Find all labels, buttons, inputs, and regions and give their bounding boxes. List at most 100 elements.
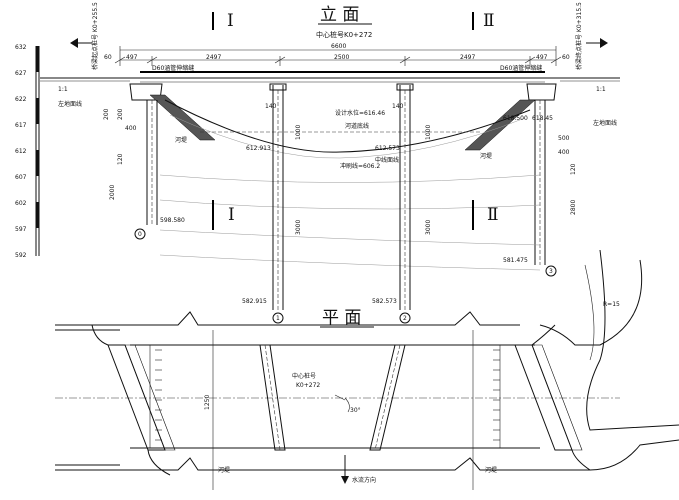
plan-title: 平 面 — [322, 308, 361, 328]
scale-592: 592 — [15, 252, 27, 259]
river-bed-line: 河道底线 — [345, 122, 369, 130]
slope-ratio-left: 1:1 — [58, 86, 68, 93]
right-land-line: 左地面线 — [593, 119, 617, 127]
river-bank-right: 河堤 — [480, 152, 492, 160]
pile-length-2: 3000 — [295, 220, 302, 235]
svg-text:1: 1 — [276, 315, 280, 322]
center-station: 中心桩号K0+272 — [316, 30, 372, 39]
center-leader — [334, 394, 346, 401]
left-land-line: 左地面线 — [58, 100, 82, 108]
left-dim-200: 200 — [103, 108, 110, 120]
dim-span-1: 497 — [126, 54, 138, 61]
right-pile-bottom: 581.475 — [503, 257, 528, 264]
svg-text:2: 2 — [403, 315, 407, 322]
elevation-view: 立 面 Ⅰ Ⅱ 中心桩号K0+272 桥梁起点桩号 K0+255.5 桥梁终点桩… — [15, 2, 620, 324]
section-mark-right-bottom: Ⅱ — [487, 205, 499, 225]
flow-direction-label: 水流方向 — [352, 476, 376, 484]
left-abutment-station: 桥梁起点桩号 K0+255.5 — [91, 2, 99, 70]
pile-length-4: 1000 — [425, 125, 432, 140]
dimension-chain — [114, 46, 562, 66]
scale-602: 602 — [15, 200, 27, 207]
dim-span-4: 2497 — [460, 54, 475, 61]
right-abutment — [464, 83, 557, 265]
pier-top-label-2: 140 — [392, 103, 404, 110]
left-dim-200b: 200 — [117, 108, 124, 120]
dim-span-3: 2500 — [334, 54, 349, 61]
left-dim-400: 400 — [125, 125, 137, 132]
plan-center-station-value: K0+272 — [296, 382, 320, 389]
pile-length-3: 3000 — [425, 220, 432, 235]
elev-618-500: 618.500 — [503, 115, 528, 122]
scale-622: 622 — [15, 96, 27, 103]
river-outline — [55, 249, 679, 471]
design-water-level: 设计水位=616.46 — [335, 109, 385, 117]
scale-627: 627 — [15, 70, 27, 77]
plan-right-abutment — [514, 324, 591, 471]
svg-text:3: 3 — [549, 268, 553, 275]
bank-label-left: 河堤 — [218, 466, 230, 474]
left-dim-120: 120 — [117, 153, 124, 165]
left-abutment — [129, 83, 216, 225]
radius-label: R=15 — [603, 301, 620, 308]
plan-left-abutment — [91, 324, 176, 476]
left-pile-bottom: 598.580 — [160, 217, 185, 224]
right-dim-500: 500 — [558, 135, 570, 142]
scale-632: 632 — [15, 44, 27, 51]
river-bank-left: 河堤 — [175, 136, 187, 144]
elev-612-573: 612.573 — [375, 145, 400, 152]
elev-612-913: 612.913 — [246, 145, 271, 152]
pier-top-label-1: 140 — [265, 103, 277, 110]
dim-total: 6600 — [331, 43, 346, 50]
section-mark-left-top: Ⅰ — [227, 11, 234, 31]
pile-number-0: 0 — [134, 228, 146, 240]
river-profile — [159, 99, 541, 271]
pipe-label-right: D60涵管伸缩缝 — [500, 64, 542, 72]
plan-view: 平 面 R=15 — [55, 249, 679, 490]
scale-612: 612 — [15, 148, 27, 155]
pier-1 — [269, 83, 287, 310]
right-direction-arrow — [586, 38, 608, 48]
scour-line: 冲刷线=606.2 — [340, 162, 380, 170]
pier-2 — [396, 83, 414, 310]
left-dim-2000: 2000 — [109, 185, 116, 200]
skew-angle: 30° — [350, 407, 361, 414]
slope-ratio-right: 1:1 — [596, 86, 606, 93]
section-mark-left-bottom: Ⅰ — [228, 205, 235, 225]
bridge-deck — [140, 71, 545, 83]
pile-length-1: 1000 — [295, 125, 302, 140]
dim-span-2: 2497 — [206, 54, 221, 61]
section-mark-right-top: Ⅱ — [483, 11, 495, 31]
scale-597: 597 — [15, 226, 27, 233]
flow-direction-arrow — [341, 455, 349, 484]
plan-width-dim: 1250 — [204, 395, 211, 410]
pipe-label-left: D60涵管伸缩缝 — [152, 64, 194, 72]
scale-617: 617 — [15, 122, 27, 129]
right-dim-2800: 2800 — [570, 200, 577, 215]
plan-center-station: 中心桩号 — [292, 372, 316, 380]
right-abutment-station: 桥梁终点桩号 K0+315.5 — [575, 2, 583, 70]
bank-hatching — [149, 345, 501, 448]
scale-607: 607 — [15, 174, 27, 181]
bank-label-right: 河堤 — [485, 466, 497, 474]
skew-arc — [344, 397, 350, 413]
plan-deck — [55, 330, 620, 490]
elev-618-45: 618.45 — [532, 115, 553, 122]
dim-span-5: 497 — [536, 54, 548, 61]
pile-number-3: 3 — [545, 265, 557, 277]
right-dim-400: 400 — [558, 149, 570, 156]
left-direction-arrow — [70, 38, 92, 48]
dim-left-end: 60 — [104, 54, 112, 61]
center-line-label: 中线面线 — [375, 156, 399, 164]
plan-pier-1 — [259, 344, 286, 451]
pile-bottom-3: 582.573 — [372, 298, 397, 305]
dim-right-end: 60 — [562, 54, 570, 61]
right-dim-120: 120 — [570, 163, 577, 175]
pile-number-1: 1 — [272, 312, 284, 324]
elevation-scale-bar — [35, 46, 40, 256]
svg-text:0: 0 — [138, 231, 142, 238]
plan-pier-2 — [369, 344, 406, 451]
pile-number-2: 2 — [399, 312, 411, 324]
pile-bottom-2: 582.915 — [242, 298, 267, 305]
elevation-title: 立 面 — [320, 5, 359, 25]
